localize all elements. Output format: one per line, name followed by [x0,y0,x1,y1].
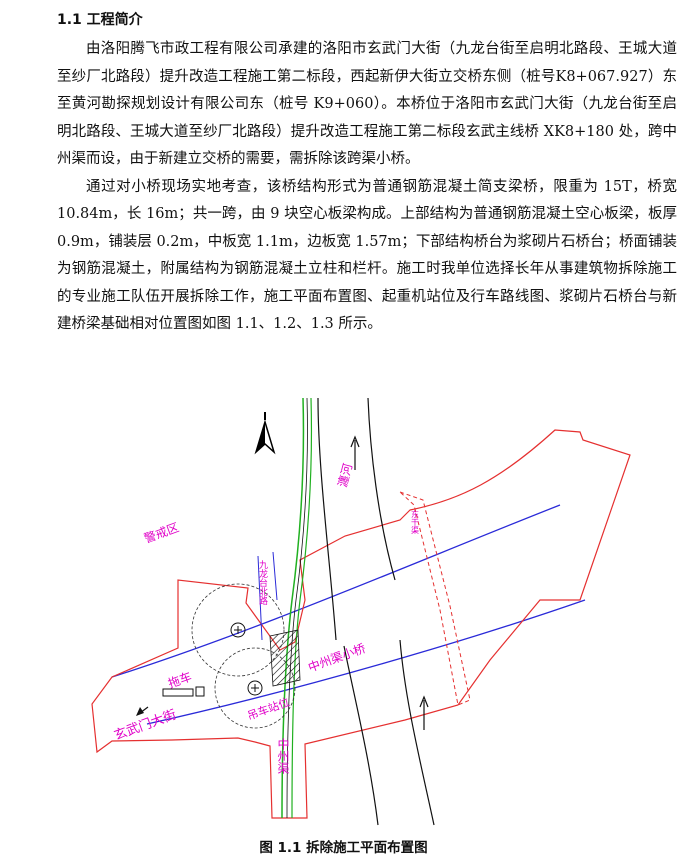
figure-caption: 图 1.1 拆除施工平面布置图 [259,840,428,856]
movement-arrow-icon [136,706,149,716]
transport-truck-icon [162,686,205,697]
paragraph-2: 通过对小桥现场实地考查，该桥结构形式为普通钢筋混凝土简支梁桥，限重为 15T，桥… [57,178,677,333]
label-warning-zone: 警戒区 [142,519,181,545]
label-zhongzhou-canal: 中州渠 [276,737,290,774]
river-bank-right [367,397,396,581]
flow-arrow-lower [419,695,429,730]
jiulongtai-road-edge [257,551,278,641]
north-arrow-icon [254,412,276,455]
canal-line-2 [291,397,313,819]
road-edge-top [111,504,561,678]
label-right-road: 东干渠 [411,509,420,535]
label-jiulongtai: 九龙台北路 [257,560,268,606]
road-edge-bottom [146,599,586,725]
paragraph-1: 由洛阳腾飞市政工程有限公司承建的洛阳市玄武门大街（九龙台街至启明北路段、王城大道… [57,41,677,167]
label-xuanwumen: 玄武门大街 [112,707,178,743]
bridge-hatched [269,629,301,687]
body-text: 由洛阳腾飞市政工程有限公司承建的洛阳市玄武门大街（九龙台街至启明北路段、王城大道… [57,36,677,339]
flow-arrow-upper [350,435,360,470]
canal-black-line [286,397,308,819]
crane-radius-1 [191,583,285,677]
label-zhongzhou-bridge: 中州渠小桥 [306,640,368,675]
crane-icon-1 [230,622,246,638]
label-transport-truck: 拖车 [166,669,194,691]
section-heading: 1.1 工程简介 [57,12,143,28]
crane-icon-2 [247,680,263,696]
river-bank-left [317,397,337,641]
river-bank-lower-right [399,639,435,826]
site-boundary [91,429,631,819]
river-bank-lower [343,645,379,826]
label-chanhe: 瀍河 [334,462,355,489]
east-canal-dashed [399,491,471,706]
canal-line-1 [281,397,305,819]
crane-radius-2 [214,647,296,729]
